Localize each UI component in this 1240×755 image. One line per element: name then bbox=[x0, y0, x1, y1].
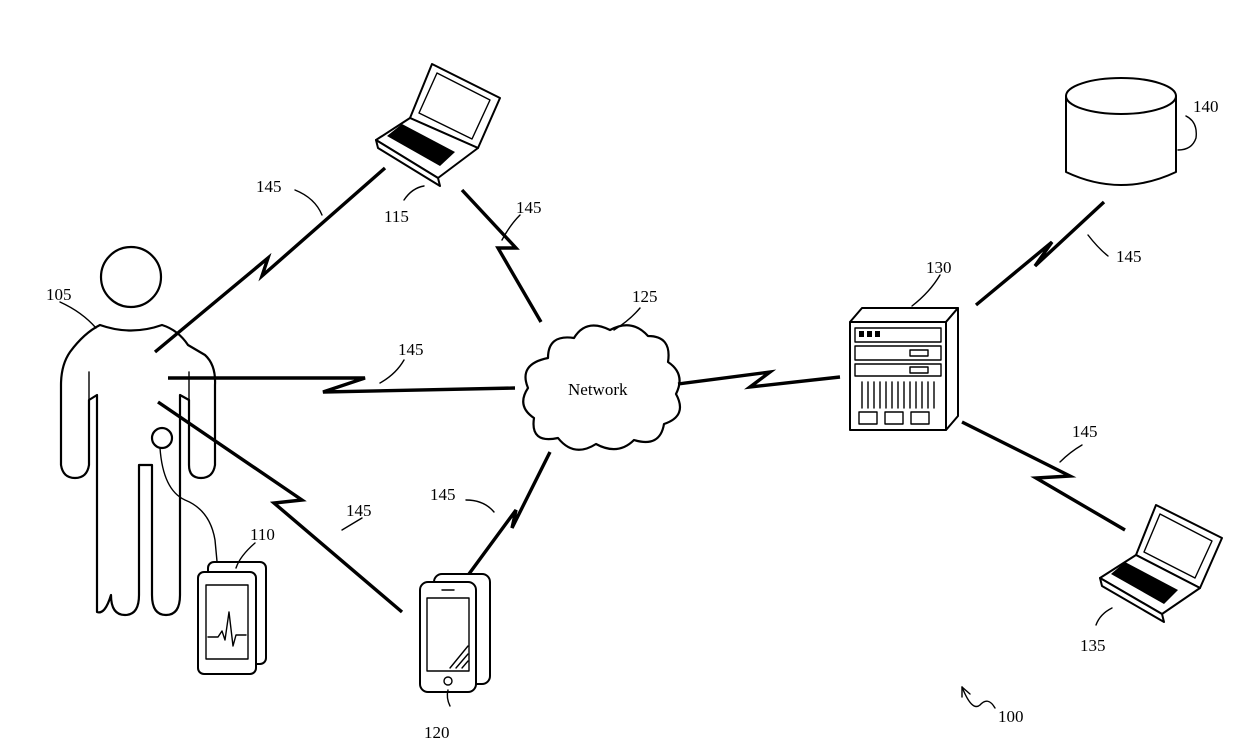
ref-wearable: 110 bbox=[250, 525, 275, 544]
ref-phone: 120 bbox=[424, 723, 450, 742]
figure-ref: 100 bbox=[998, 707, 1024, 726]
ref-person: 105 bbox=[46, 285, 72, 304]
ref-link-laptop-network: 145 bbox=[516, 198, 542, 217]
wireless-link-server-database bbox=[976, 202, 1104, 305]
ref-link-phone-network: 145 bbox=[430, 485, 456, 504]
ref-link-server-database: 145 bbox=[1116, 247, 1142, 266]
ref-server: 130 bbox=[926, 258, 952, 277]
smartphone-icon bbox=[420, 574, 490, 692]
server-icon bbox=[850, 308, 958, 430]
ref-laptop-top: 115 bbox=[384, 207, 409, 226]
wireless-link-person-network bbox=[168, 378, 515, 392]
ecg-monitor-icon bbox=[198, 562, 266, 674]
person-icon bbox=[61, 247, 218, 615]
ref-laptop-right: 135 bbox=[1080, 636, 1106, 655]
database-cylinder-icon bbox=[1066, 78, 1176, 185]
ref-link-person-phone: 145 bbox=[346, 501, 372, 520]
laptop-icon bbox=[1100, 505, 1222, 622]
network-label: Network bbox=[568, 380, 628, 399]
ref-database: 140 bbox=[1193, 97, 1219, 116]
ref-network: 125 bbox=[632, 287, 658, 306]
ref-link-person-laptop: 145 bbox=[256, 177, 282, 196]
laptop-icon bbox=[376, 64, 500, 186]
ref-link-person-network: 145 bbox=[398, 340, 424, 359]
ref-link-server-laptop: 145 bbox=[1072, 422, 1098, 441]
wireless-link-network-server bbox=[678, 372, 840, 387]
wireless-link-phone-network bbox=[466, 452, 550, 578]
wireless-link-server-laptop bbox=[962, 422, 1125, 530]
